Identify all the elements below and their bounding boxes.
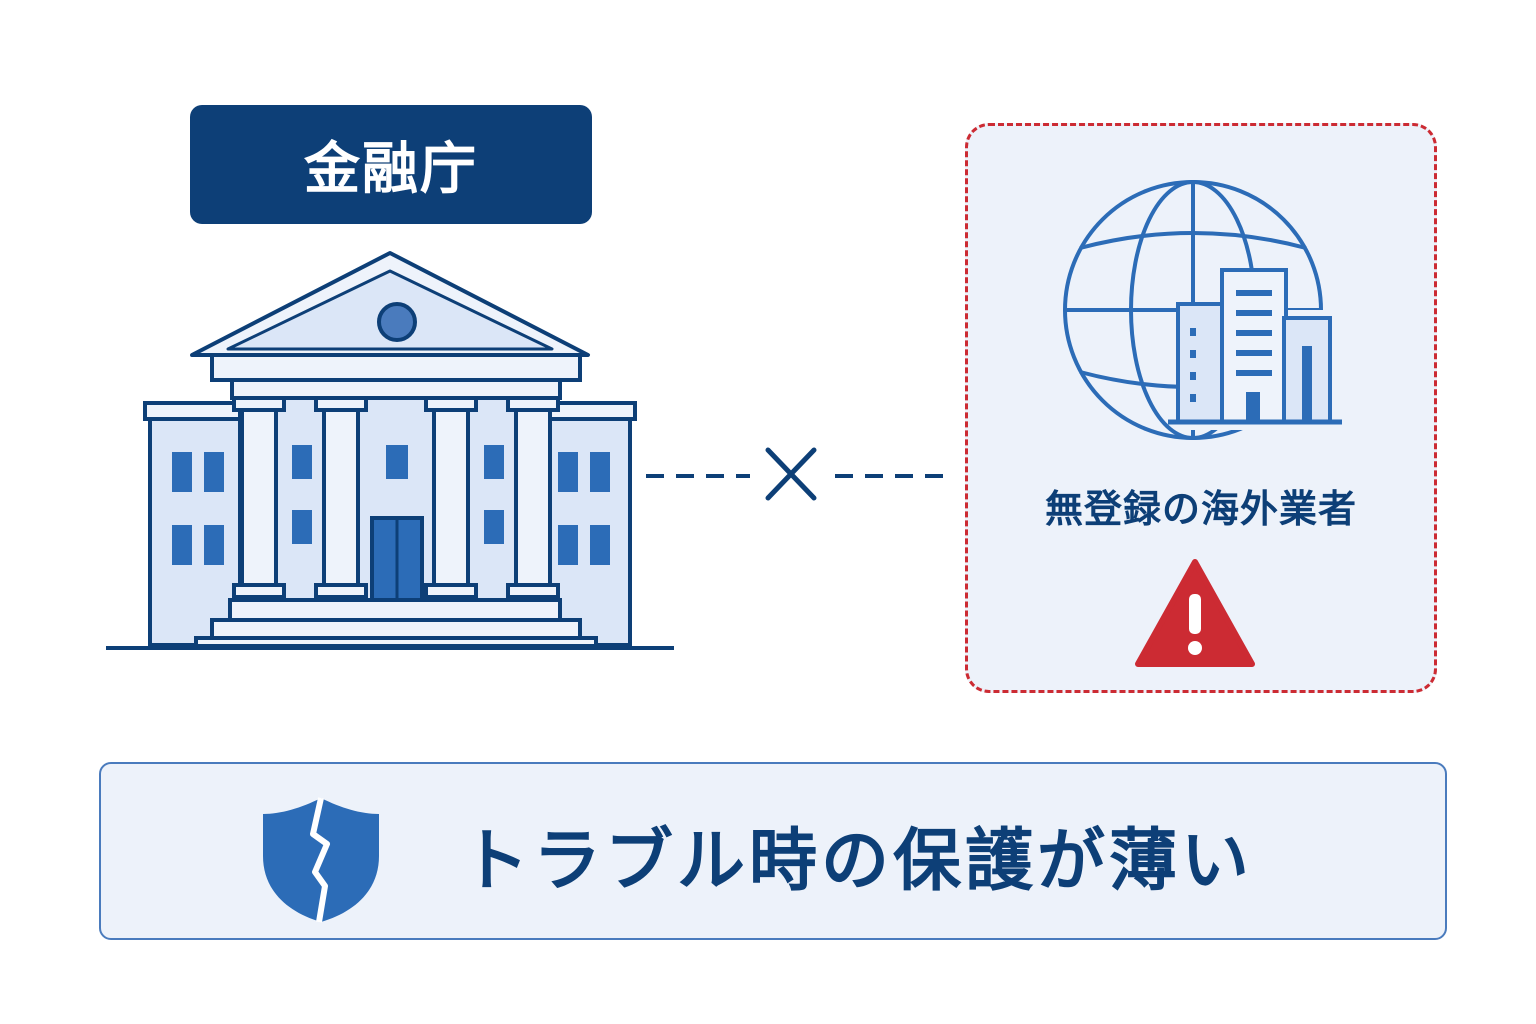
unregistered-dealer-label: 無登録の海外業者 bbox=[1044, 487, 1357, 531]
globe-buildings-icon bbox=[1063, 180, 1342, 440]
weak-protection-text: トラブル時の保護が薄い bbox=[461, 821, 1254, 901]
warning-triangle-icon bbox=[1135, 559, 1255, 667]
unregistered-dealer-panel: 無登録の海外業者 bbox=[965, 123, 1437, 693]
weak-protection-banner: トラブル時の保護が薄い bbox=[99, 762, 1447, 940]
fsa-label: 金融庁 bbox=[190, 105, 592, 224]
government-building-icon bbox=[106, 251, 674, 650]
broken-shield-icon bbox=[263, 797, 379, 923]
cross-icon bbox=[646, 447, 945, 501]
